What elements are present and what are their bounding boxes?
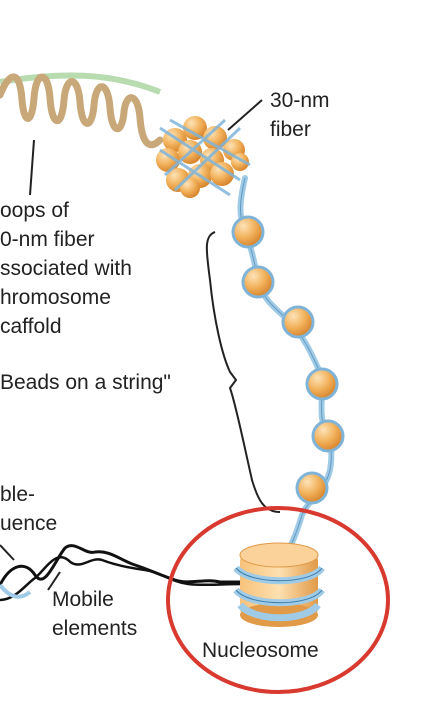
mobile-elements-label: Mobile elements bbox=[52, 585, 137, 643]
loops-label-line3: ssociated with bbox=[0, 257, 132, 280]
nucleosome-label: Nucleosome bbox=[202, 639, 319, 662]
mobile-sequence-label-line1: ble- bbox=[0, 483, 36, 506]
beads bbox=[231, 215, 345, 505]
mobile-elements-label-line2: elements bbox=[52, 617, 138, 640]
loops-label-line1: oops of bbox=[0, 199, 69, 222]
fiber-30nm-label-line1: 30-nm bbox=[270, 89, 330, 112]
mobile-elements-label-line1: Mobile bbox=[52, 588, 114, 611]
mobile-element-dna bbox=[0, 544, 246, 602]
loops-label-line2: 0-nm fiber bbox=[0, 228, 95, 251]
nucleosome-highlight-circle bbox=[166, 506, 390, 694]
fiber-30nm-leader-line bbox=[227, 99, 263, 131]
loops-label-line5: caffold bbox=[0, 315, 62, 338]
mobile-sequence-label: ble- uence bbox=[0, 480, 57, 538]
loops-label-line4: hromosome bbox=[0, 286, 111, 309]
beads-label: Beads on a string" bbox=[0, 371, 171, 394]
mobile-sequence-leader-line bbox=[0, 544, 15, 561]
nucleosome-drum bbox=[233, 542, 325, 627]
beads-brace bbox=[205, 231, 281, 513]
mobile-elements-leader-line bbox=[47, 571, 61, 591]
loops-label: oops of 0-nm fiber ssociated with hromos… bbox=[0, 196, 132, 341]
loops-leader-line bbox=[29, 139, 35, 196]
fiber-30nm-label-line2: fiber bbox=[270, 118, 311, 141]
chromatin-loops bbox=[0, 73, 164, 149]
fiber-30nm-label: 30-nm fiber bbox=[270, 86, 330, 144]
fiber-30nm-cluster bbox=[156, 116, 251, 198]
mobile-sequence-label-line2: uence bbox=[0, 512, 58, 535]
